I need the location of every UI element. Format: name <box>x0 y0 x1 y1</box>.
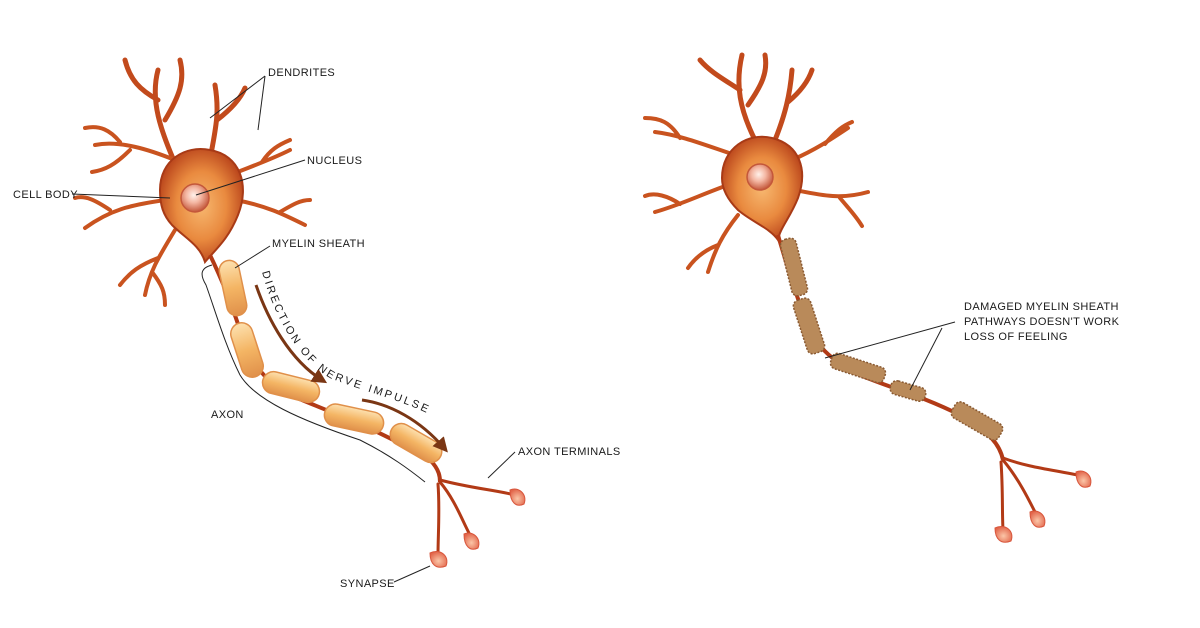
label-axon-terminals: AXON TERMINALS <box>518 446 621 458</box>
damaged-neuron <box>643 52 1092 543</box>
axon-terminals <box>436 478 517 557</box>
axon-bracket <box>201 264 426 483</box>
leader-lines-left <box>71 75 516 583</box>
label-dendrites: DENDRITES <box>268 67 336 79</box>
dendrites-right <box>643 52 870 274</box>
nucleus-damaged <box>746 163 774 191</box>
label-cell-body: CELL BODY <box>13 189 78 201</box>
label-nucleus: NUCLEUS <box>307 155 363 167</box>
damaged-note-line2: PATHWAYS DOESN'T WORK <box>964 316 1120 328</box>
direction-arrow <box>254 284 448 453</box>
synapse-terminals-damaged <box>994 470 1092 543</box>
synapse-terminals <box>429 488 526 568</box>
damaged-note: DAMAGED MYELIN SHEATH PATHWAYS DOESN'T W… <box>964 300 1119 345</box>
damaged-note-line1: DAMAGED MYELIN SHEATH <box>964 301 1119 313</box>
leader-lines-right <box>824 321 956 391</box>
label-synapse: SYNAPSE <box>340 578 395 590</box>
healthy-neuron: DIRECTION OF NERVE IMPULSE <box>71 57 526 583</box>
label-myelin-sheath: MYELIN SHEATH <box>272 238 366 250</box>
label-axon: AXON <box>211 409 244 421</box>
damaged-myelin-sheath <box>779 237 1004 441</box>
myelin-sheath <box>218 259 443 464</box>
axon-terminals-damaged <box>999 456 1084 532</box>
damaged-note-line3: LOSS OF FEELING <box>964 331 1068 343</box>
nucleus <box>180 183 210 213</box>
